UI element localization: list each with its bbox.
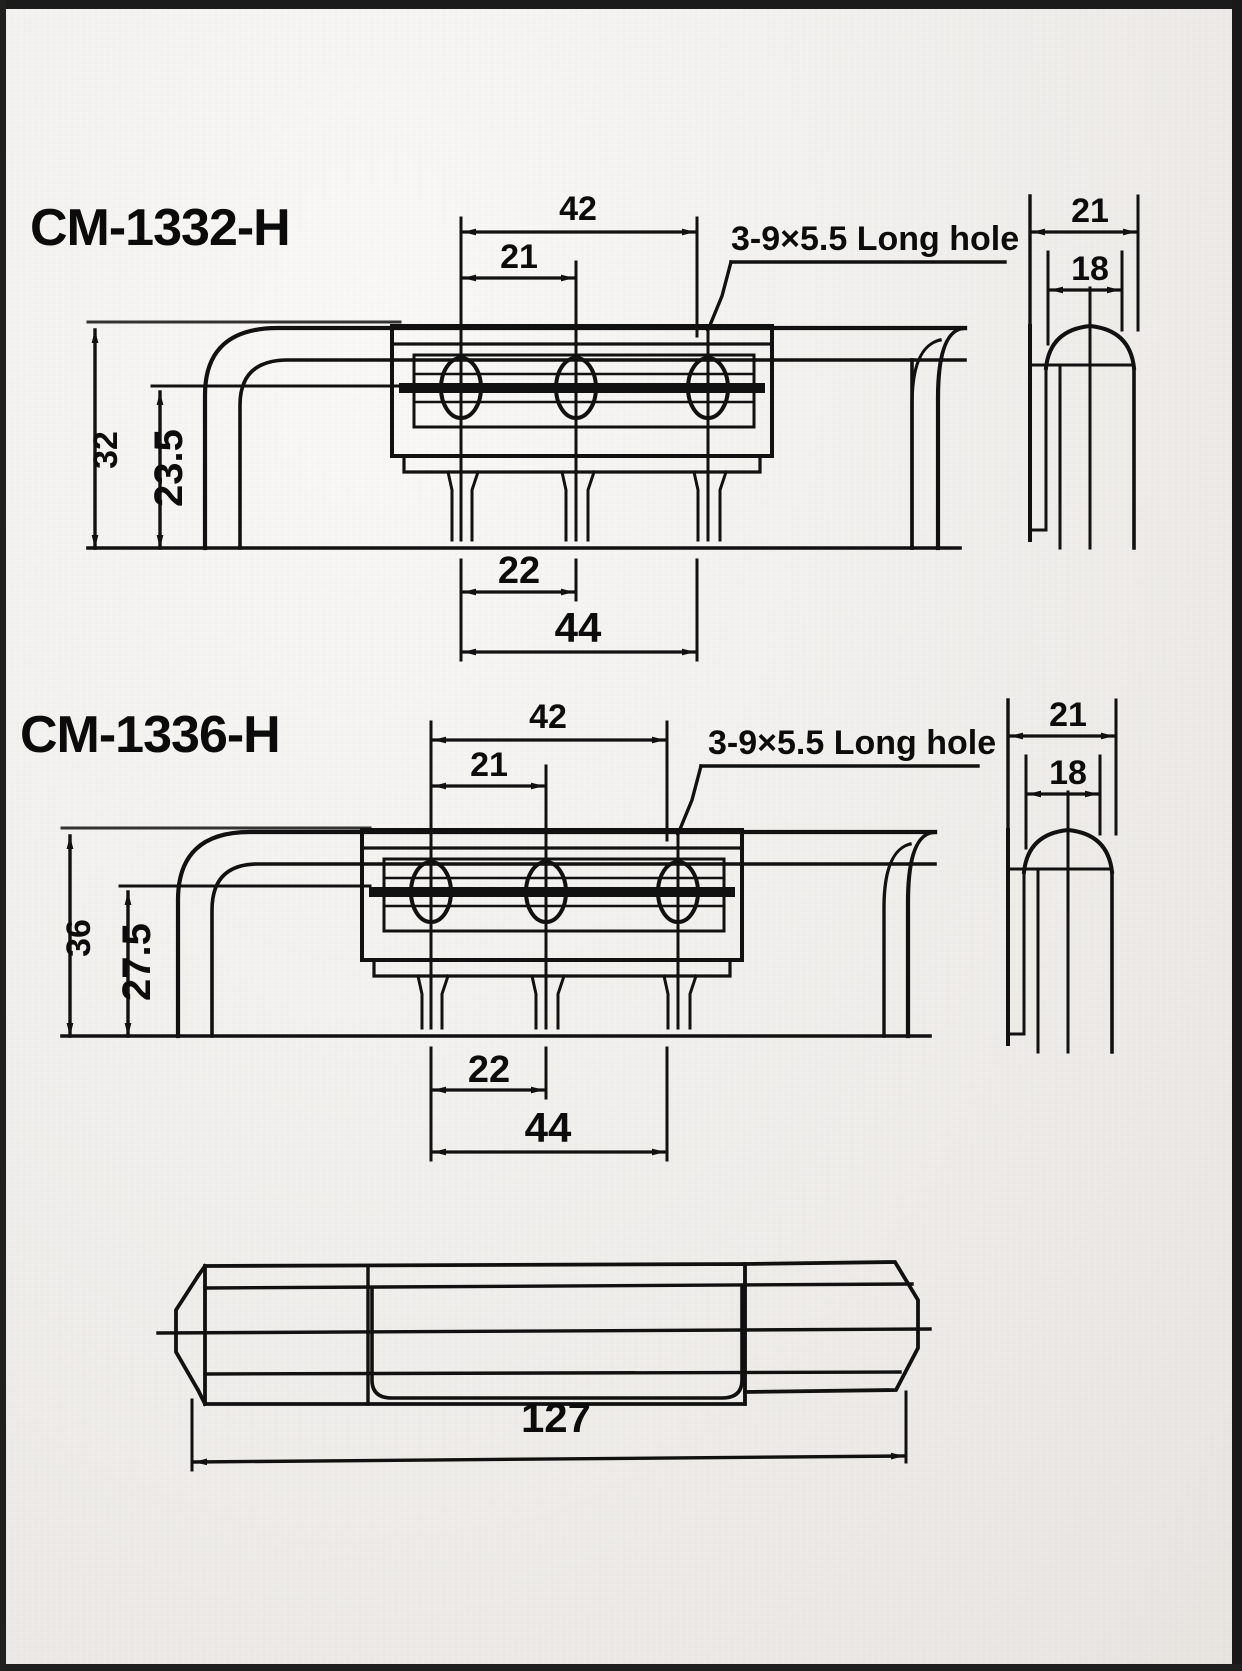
drawing-cm1336-front-elevation xyxy=(60,720,980,1162)
page-edge-top xyxy=(0,0,1242,9)
drawing-cm1332-front-elevation xyxy=(86,216,1007,662)
page-edge-right xyxy=(1232,0,1242,1671)
note-cm1332-long-hole: 3-9×5.5 Long hole xyxy=(731,220,1019,258)
dim-cm1336-height-inner: 27.5 xyxy=(115,923,159,1001)
dim-cm1332-bottom-outer: 44 xyxy=(555,604,602,651)
drawing-cm1336-side-view xyxy=(1006,698,1118,1054)
dim-cm1332-top-inner: 21 xyxy=(500,238,538,276)
dim-cm1336-top-inner: 21 xyxy=(470,746,508,784)
dim-cm1332-top-outer: 42 xyxy=(559,190,597,228)
drawing-cm1332-side-view xyxy=(1028,194,1140,550)
drawing-plan-view xyxy=(156,1260,932,1472)
note-cm1336-long-hole: 3-9×5.5 Long hole xyxy=(708,724,996,762)
dim-cm1336-bottom-inner: 22 xyxy=(468,1049,510,1091)
title-cm1332: CM-1332-H xyxy=(30,199,290,257)
dim-cm1332-side-inner: 18 xyxy=(1071,250,1109,288)
dim-cm1332-height-inner: 23.5 xyxy=(147,429,191,507)
dim-cm1336-height-outer: 36 xyxy=(60,919,98,957)
dim-cm1336-bottom-outer: 44 xyxy=(525,1104,572,1151)
dim-cm1336-side-outer: 21 xyxy=(1049,696,1087,734)
dim-cm1336-top-outer: 42 xyxy=(529,698,567,736)
dim-cm1332-height-outer: 32 xyxy=(87,431,125,469)
dim-cm1332-bottom-inner: 22 xyxy=(498,550,540,592)
dim-cm1336-side-inner: 18 xyxy=(1049,754,1087,792)
dim-cm1332-side-outer: 21 xyxy=(1071,192,1109,230)
page-edge-left xyxy=(0,0,6,1671)
dim-plan-length: 127 xyxy=(521,1394,591,1441)
long-hole-group xyxy=(409,832,700,1030)
long-hole-group xyxy=(439,328,730,542)
page-edge-bottom xyxy=(0,1664,1242,1671)
title-cm1336: CM-1336-H xyxy=(20,706,280,764)
